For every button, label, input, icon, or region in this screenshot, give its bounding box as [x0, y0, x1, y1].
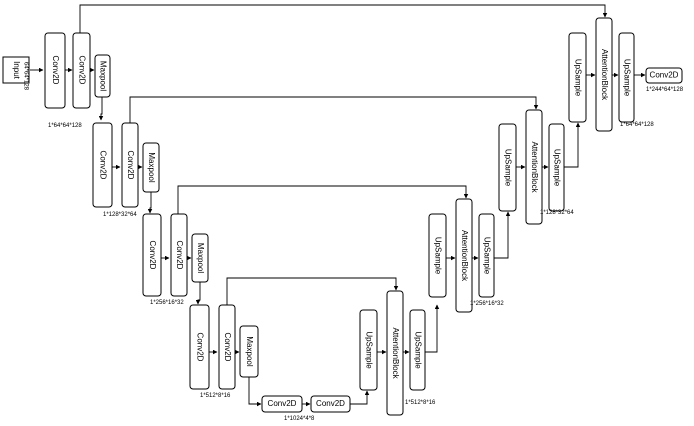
- enc3-conv-b: Conv2D: [170, 213, 188, 297]
- dec2-upsample-b-label: UpSample: [552, 149, 561, 187]
- bottleneck-dim-label: 1*1024*4*8: [284, 416, 315, 422]
- dec2-dim-label: 1*128*32*64: [540, 210, 574, 216]
- dec4-upsample-a: UpSample: [359, 309, 378, 391]
- skip-enc1-att1: [79, 4, 608, 33]
- enc2-conv-a: Conv2D: [92, 122, 113, 208]
- enc4-conv-a: Conv2D: [189, 304, 210, 390]
- dec4-attention-block: AttentionBlock: [386, 290, 404, 416]
- dec3-upsample-b-label: UpSample: [482, 237, 491, 275]
- enc3-maxpool: Maxpool: [191, 233, 209, 283]
- enc2-conv-b-label: Conv2D: [126, 151, 135, 180]
- enc3-conv-b-label: Conv2D: [175, 241, 184, 270]
- connections: [30, 4, 646, 407]
- dec4-dim-label: 1*512*8*16: [405, 400, 436, 406]
- edge-bottleneck-dec4: [350, 390, 370, 405]
- enc4-conv-b-label: Conv2D: [223, 333, 232, 362]
- enc1-conv-b: Conv2D: [72, 32, 91, 109]
- dec2-upsample-b: UpSample: [548, 123, 565, 212]
- input-dim-label: 64*64*128: [22, 62, 28, 91]
- dec2-upsample-a: UpSample: [498, 123, 517, 212]
- bottleneck-conv-a: Conv2D: [261, 395, 303, 413]
- dec3-upsample-a: UpSample: [428, 213, 447, 298]
- bottleneck-conv-b-label: Conv2D: [316, 399, 345, 408]
- enc1-maxpool: Maxpool: [94, 54, 111, 98]
- dec4-attention-label: AttentionBlock: [391, 327, 400, 379]
- enc4-conv-a-label: Conv2D: [195, 333, 204, 362]
- enc1-conv-b-label: Conv2D: [77, 56, 86, 85]
- skip-enc2-att2: [129, 96, 539, 124]
- enc1-conv-a: Conv2D: [44, 32, 66, 109]
- dec2-attention-block: AttentionBlock: [525, 109, 543, 225]
- input-block-label: Input: [12, 61, 21, 80]
- edge-dec3-dec2: [494, 211, 511, 259]
- output-conv: Conv2D: [645, 67, 683, 84]
- edge-dec2-dec1: [564, 122, 581, 168]
- edge-pool3-enc4: [195, 282, 201, 305]
- dec4-upsample-b-label: UpSample: [413, 331, 422, 369]
- edge-pool2-enc3: [147, 192, 153, 214]
- enc2-conv-a-label: Conv2D: [98, 151, 107, 180]
- dec1-dim-label: 1*64*64*128: [620, 122, 654, 128]
- skip-enc4-att4: [226, 277, 399, 305]
- enc4-conv-b: Conv2D: [218, 304, 236, 390]
- enc4-maxpool-label: Maxpool: [245, 336, 254, 366]
- dec2-attention-label: AttentionBlock: [530, 141, 539, 193]
- enc3-conv-a: Conv2D: [142, 213, 162, 297]
- enc3-dim-label: 1*256*16*32: [150, 300, 184, 306]
- enc2-maxpool: Maxpool: [142, 142, 160, 193]
- dec1-upsample-b-label: UpSample: [622, 59, 631, 97]
- output-dim-label: 1*244*64*128: [646, 87, 684, 93]
- output-conv-label: Conv2D: [650, 71, 679, 80]
- input-block: Input: [2, 56, 30, 84]
- dec1-upsample-a: UpSample: [568, 32, 587, 123]
- edge-pool4-bottleneck: [248, 377, 262, 407]
- enc4-dim-label: 1*512*8*16: [200, 393, 231, 399]
- edge-dec4-dec3: [425, 304, 440, 353]
- enc3-maxpool-label: Maxpool: [196, 243, 205, 273]
- enc3-conv-a-label: Conv2D: [148, 241, 157, 270]
- bottleneck-conv-a-label: Conv2D: [268, 399, 297, 408]
- dec3-upsample-b: UpSample: [478, 213, 495, 298]
- enc2-dim-label: 1*128*32*64: [103, 212, 137, 218]
- enc4-maxpool: Maxpool: [239, 325, 259, 378]
- dec1-upsample-a-label: UpSample: [573, 59, 582, 97]
- skip-enc3-att3: [177, 185, 469, 214]
- dec1-attention-label: AttentionBlock: [600, 49, 609, 101]
- enc1-dim-label: 1*64*64*128: [48, 123, 82, 129]
- dec3-dim-label: 1*256*16*32: [470, 301, 504, 307]
- dec1-upsample-b: UpSample: [618, 32, 635, 123]
- dec4-upsample-b: UpSample: [409, 309, 426, 391]
- blocks: Input 64*64*128 Conv2D Conv2D Maxpool 1*…: [2, 17, 684, 422]
- enc2-maxpool-label: Maxpool: [147, 152, 156, 182]
- dec1-attention-block: AttentionBlock: [595, 17, 613, 132]
- enc1-conv-a-label: Conv2D: [51, 56, 60, 85]
- edge-pool1-enc2: [98, 97, 104, 121]
- dec3-upsample-a-label: UpSample: [433, 237, 442, 275]
- dec3-attention-block: AttentionBlock: [455, 198, 473, 313]
- bottleneck-conv-b: Conv2D: [310, 395, 351, 413]
- enc1-maxpool-label: Maxpool: [98, 61, 107, 91]
- dec4-upsample-a-label: UpSample: [364, 331, 373, 369]
- dec2-upsample-a-label: UpSample: [503, 149, 512, 187]
- enc2-conv-b: Conv2D: [121, 122, 139, 208]
- dec3-attention-label: AttentionBlock: [460, 230, 469, 282]
